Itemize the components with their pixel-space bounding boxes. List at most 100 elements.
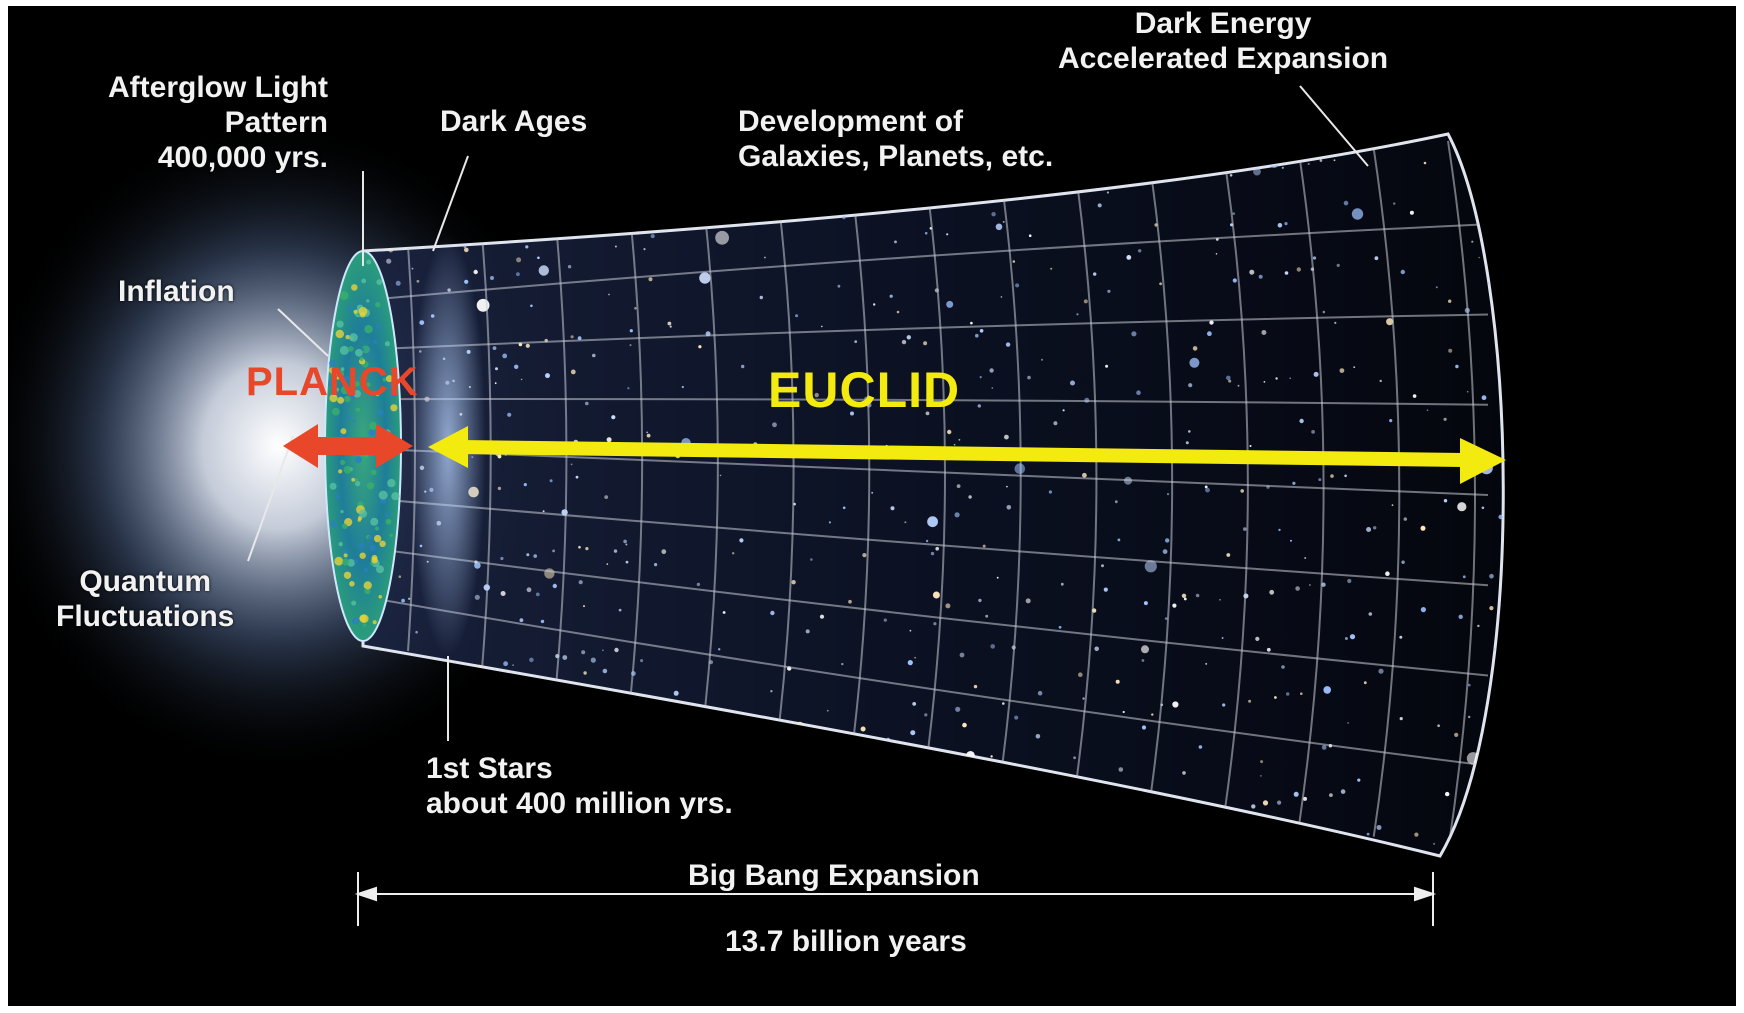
cmb-spot [366,259,372,265]
cmb-spot [347,415,351,420]
galaxy-dot [946,300,954,308]
galaxy-dot [1496,816,1501,821]
universe-timeline-figure: Afterglow Light Pattern 400,000 yrs. Dar… [8,6,1736,1006]
galaxy-dot [1499,146,1503,151]
grid-rib [1372,148,1401,837]
galaxy-dot [1038,175,1041,178]
galaxy-dot [1120,835,1124,838]
galaxy-dot [1078,672,1083,677]
cmb-spot [385,375,393,383]
cmb-spot [353,309,358,314]
galaxy-dot [842,215,846,220]
galaxy-dot [567,265,572,269]
galaxy-dot [590,657,596,663]
cmb-spot [332,407,340,416]
galaxy-dot [592,353,596,358]
cmb-spot [352,419,356,423]
galaxy-dot [1103,587,1108,592]
galaxy-dot [1448,348,1453,353]
galaxy-dot [1420,607,1426,613]
galaxy-dot [973,684,978,689]
galaxy-dot [878,803,888,813]
galaxy-dot [1203,804,1207,808]
galaxy-dot [1450,126,1453,129]
cmb-spot [343,553,348,558]
cmb-spot [339,433,344,438]
galaxy-dot [890,506,895,511]
expansion-volume [361,132,1505,858]
galaxy-dot [876,188,887,198]
galaxy-dot [1237,384,1240,387]
galaxy-dot [525,343,530,348]
galaxy-dot [602,649,604,652]
galaxy-dot [541,234,544,237]
galaxy-dot [860,726,866,732]
galaxy-dot [370,831,373,834]
galaxy-dot [537,256,540,260]
galaxy-dot [538,265,549,276]
galaxy-dot [1321,745,1327,750]
galaxy-dot [585,547,589,551]
galaxy-dot [1368,612,1373,616]
galaxy-dot [600,228,603,231]
galaxy-dot [901,821,907,827]
galaxy-dot [1237,128,1242,133]
galaxy-dot [1300,692,1303,695]
galaxy-dot [842,506,846,510]
galaxy-dot [1340,789,1346,794]
galaxy-dot [497,486,502,491]
galaxy-dot [411,139,415,143]
galaxy-dot [1205,487,1210,493]
galaxy-dot [529,657,534,663]
cmb-spot [340,459,346,465]
galaxy-dot [934,816,938,820]
galaxy-dot [606,563,609,565]
afterglow-label-line-2: Pattern [224,106,328,139]
galaxy-dot [891,764,895,769]
galaxy-dot [812,200,826,214]
galaxy-dot [1082,472,1087,478]
galaxy-dot [1300,854,1304,856]
galaxy-dot [1236,143,1241,147]
galaxy-dot [1462,575,1466,579]
galaxy-dot [625,543,628,546]
big-bang-expansion-label: Big Bang Expansion [688,859,980,892]
galaxy-dot [1386,318,1394,326]
galaxy-dot [502,353,508,359]
galaxy-dot [585,401,589,406]
galaxy-dot [1082,697,1085,700]
galaxy-dot [1131,331,1137,337]
cmb-spot [340,428,347,435]
cmb-spot [389,533,393,537]
galaxy-dot [1443,417,1447,421]
galaxy-dot [741,364,745,369]
cmb-spot [384,341,390,347]
galaxy-dot [1353,366,1356,369]
cmb-spot [385,512,389,517]
galaxy-dot [1357,778,1361,782]
cmb-spot [336,376,340,380]
cmb-spot [354,478,359,482]
galaxy-dot [1258,274,1263,279]
cmb-spot [342,523,348,530]
galaxy-dot [494,382,497,385]
planck-arrow [283,424,413,468]
galaxy-dot [925,411,930,416]
galaxy-dot [487,171,490,174]
galaxy-dot [515,238,518,241]
galaxy-dot [669,166,677,174]
galaxy-dot [500,556,504,561]
galaxy-dot [505,697,509,701]
galaxy-dot [1391,504,1394,506]
galaxy-dot [583,671,587,675]
galaxy-dot [1243,527,1247,531]
galaxy-dot [1105,364,1109,368]
galaxy-dot [667,321,672,326]
galaxy-dot [1180,172,1186,178]
galaxy-dot [795,314,799,318]
galaxy-dot [865,847,867,850]
galaxy-dot [775,832,780,837]
galaxy-dot [1099,819,1104,823]
galaxy-dot [1164,617,1168,620]
quantum-label-line-1: Quantum [79,565,211,598]
